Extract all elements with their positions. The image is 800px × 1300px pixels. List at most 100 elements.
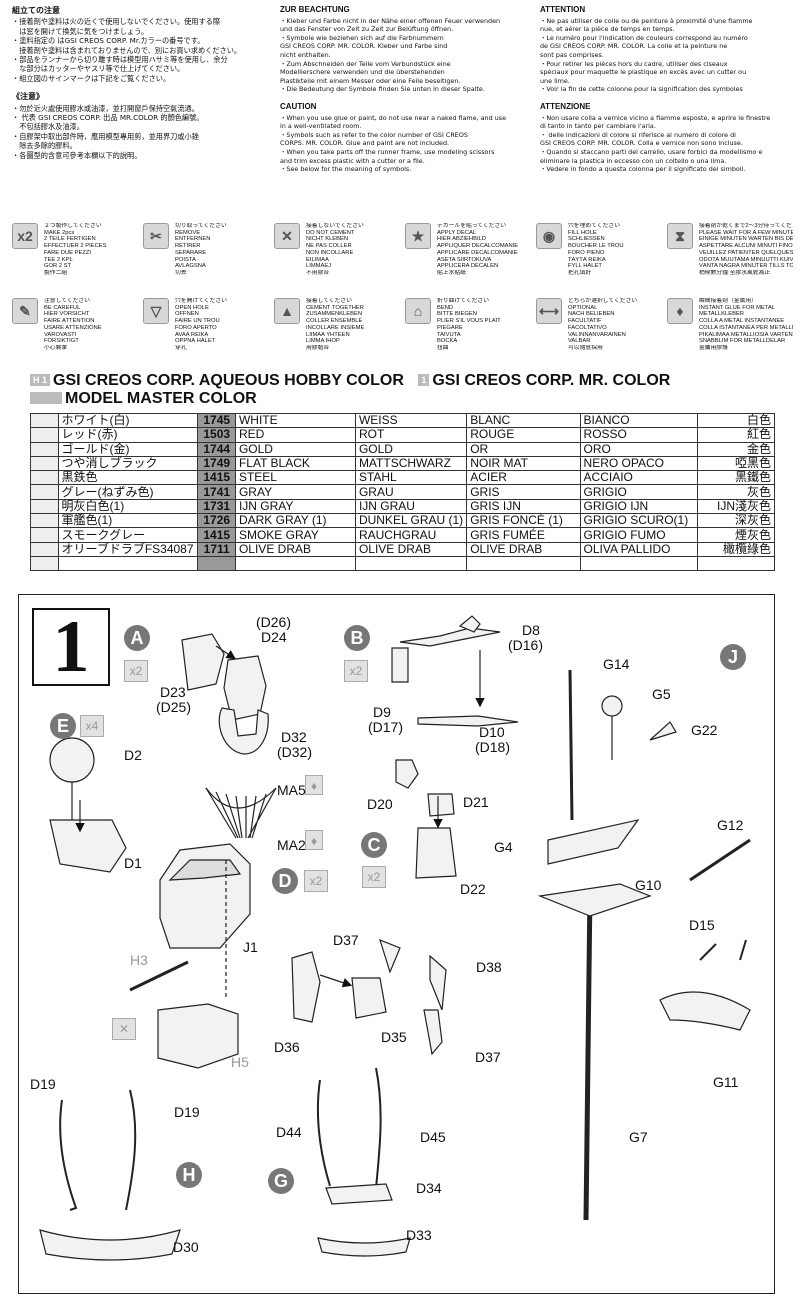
symbol-text-line: 用膠黏合: [306, 344, 330, 351]
assembly-circle-j: J: [720, 644, 746, 670]
color-cell-fr: GRIS FUMÉE: [466, 527, 581, 543]
part-group-h: [39, 1089, 181, 1261]
color-swatch-cell: [30, 498, 59, 515]
note-line: ・When you take parts off the runner fram…: [280, 147, 495, 156]
note-line: ・Symbole wie beziehen sich auf die Farbn…: [280, 33, 444, 42]
note-line: nue, et aérer la pièce de temps en temps…: [540, 25, 675, 34]
symbol-text-line: REMOVE: [175, 229, 201, 236]
paint-drop-icon: ♦: [305, 830, 323, 850]
symbol-text-line: NON INCOLLARE: [306, 249, 354, 256]
note-line: di tanto in tanto per cambiare l'aria.: [540, 122, 656, 131]
symbol-text-line: FORO PIENO: [568, 249, 605, 256]
part-label: G4: [494, 839, 513, 855]
multiplier-c: x2: [362, 866, 386, 888]
symbol-text-line: SCHLIESSEN: [568, 236, 605, 243]
symbol-text-line: ZUSAMMENKLEBEN: [306, 311, 363, 318]
symbol-text-line: PIEGARE: [437, 324, 463, 331]
hobby-color-tag: H 1: [30, 374, 51, 386]
note-line: ・各圖型的含意可參考本欄以下的說明。: [12, 150, 142, 160]
note-line: ・Kleber und Farbe nicht in der Nähe eine…: [280, 16, 501, 25]
note-line: ・勿於近火處使用膠水或油漆，並打開窗戶保持空氣流通。: [12, 103, 199, 113]
symbol-text-line: APPLY DECAL: [437, 229, 477, 236]
symbol-text-line: EINIGE MINUTEN WARTEN BIS DER KLEBSTOFF …: [699, 236, 793, 243]
color-cell-empty: [57, 555, 199, 572]
part-label: D34: [416, 1180, 442, 1196]
assembly-circle-b: B: [344, 625, 370, 651]
part-label: G14: [603, 656, 630, 672]
symbol-legend-item: ⧗接着剤が乾くまで2〜3分待ってくださいPLEASE WAIT FOR A FE…: [667, 223, 795, 283]
assembly-circle-d: D: [272, 868, 298, 894]
symbol-text-line: LIIMAA YHTEEN: [306, 331, 350, 338]
mr-color-tag: 1: [418, 374, 430, 386]
color-cell-num: 1741: [197, 484, 236, 500]
symbol-text-line: HIER ABZIEHBILD: [437, 236, 486, 243]
symbol-text-line: デカールを貼ってください: [437, 223, 507, 229]
note-line: ・Le numéro pour l'indication de couleurs…: [540, 33, 748, 42]
part-label: D37: [475, 1049, 501, 1065]
part-label: G11: [713, 1074, 739, 1090]
part-label: J1: [243, 939, 258, 955]
multiplier-a: x2: [124, 660, 148, 682]
assembly-circle-h: H: [176, 1162, 202, 1188]
color-cell-num: 1711: [197, 541, 236, 557]
paint-ref-label: MA5: [277, 782, 306, 798]
symbol-text-line: ２つ製作してください: [44, 223, 102, 229]
symbol-icon: ★: [405, 223, 431, 249]
notes-french-title: ATTENTION: [540, 5, 586, 14]
color-cell-empty: [197, 555, 236, 572]
symbol-text-line: HIER VORSICHT: [44, 311, 90, 318]
symbol-text-line: INSTANT GLUE FOR METAL: [699, 304, 776, 311]
color-cell-num: 1503: [197, 427, 236, 443]
symbol-text-line: BE CAREFUL: [44, 304, 81, 311]
color-cell-ch: 橄欖綠色: [696, 541, 776, 557]
symbol-icon: ✂: [143, 223, 169, 249]
part-label: D21: [463, 794, 489, 810]
note-line: ・ 代表 GSI CREOS CORP. 出品 MR.COLOR 的顏色編號。: [12, 113, 204, 123]
part-label: G12: [717, 817, 744, 833]
symbol-text-line: COLLA ISTANTANEA PER METALLI: [699, 324, 793, 331]
notes-french-italian: ATTENTION ・Ne pas utiliser de colle ou d…: [540, 5, 792, 174]
note-line: 除去多餘的膠料。: [12, 141, 77, 151]
notes-japanese: 組立ての注意 ・接着剤や塗料は火の近くで使用しないでください。使用する際 は窓を…: [12, 6, 270, 160]
note-line: in a well-ventilated room.: [280, 122, 362, 131]
notes-english-title: CAUTION: [280, 101, 317, 111]
hobby-color-title: GSI CREOS CORP. AQUEOUS HOBBY COLOR: [53, 372, 404, 389]
symbol-text-line: BITTE BIEGEN: [437, 311, 477, 318]
symbol-text-line: GÖR 2 ST: [44, 263, 72, 270]
part-group-d: [291, 938, 447, 1056]
symbol-text-line: FÖRSIKTIGT: [44, 338, 79, 345]
symbol-text-line: FYLL HÅLET: [568, 263, 602, 270]
part-label: D1: [124, 855, 142, 871]
symbol-text-line: FAIRE UN TROU: [175, 318, 220, 325]
symbol-text-line: 接着してください: [306, 298, 353, 304]
assembly-step-frame: [18, 594, 775, 1294]
symbol-text-line: AVLÄGSNA: [175, 263, 206, 270]
symbol-text-line: 瞬間接着剤（金属用）: [699, 298, 757, 304]
symbol-text-line: FACULTATIF: [568, 318, 602, 325]
symbol-text-line: VEUILLEZ PATIENTER QUELQUES MINUTES QUE …: [699, 249, 793, 256]
note-line: ・部品をランナーから切り離す時は模型用ハサミ等を使用し、余分: [12, 55, 228, 65]
note-line: ・Symbols such as refer to the color numb…: [280, 130, 468, 139]
color-cell-empty: [466, 555, 581, 572]
assembly-circle-c: C: [361, 832, 387, 858]
note-line: は窓を開けて換気に気をつけましょう。: [12, 26, 149, 36]
paint-drop-icon: ♦: [305, 775, 323, 795]
symbol-text-line: FILL HOLE: [568, 229, 597, 236]
symbol-text-line: AVAA REIKÄ: [175, 331, 209, 338]
note-line: ・自膠架中取出部件時，應用模型專用剪，並用界刀或小銼: [12, 131, 199, 141]
part-rails: [205, 787, 277, 839]
assembly-circle-a: A: [124, 625, 150, 651]
color-swatch-cell: [30, 470, 59, 486]
symbol-text-line: どちらか選択してください: [568, 298, 638, 304]
symbol-icon: ⧗: [667, 223, 693, 249]
